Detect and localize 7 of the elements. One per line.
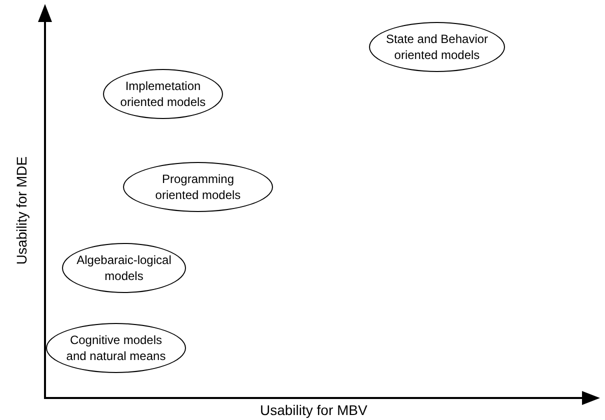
axis-label: Usability for MBV — [260, 402, 368, 419]
model-ellipse: Cognitive models and natural means — [46, 323, 186, 373]
model-ellipse: Implemetation oriented models — [103, 69, 223, 119]
axis-label: Usability for MDE — [12, 156, 30, 264]
model-ellipse: State and Behavior oriented models — [369, 22, 505, 72]
model-ellipse: Algebaraic-logical models — [62, 243, 186, 293]
model-ellipse: Programming oriented models — [123, 162, 273, 212]
